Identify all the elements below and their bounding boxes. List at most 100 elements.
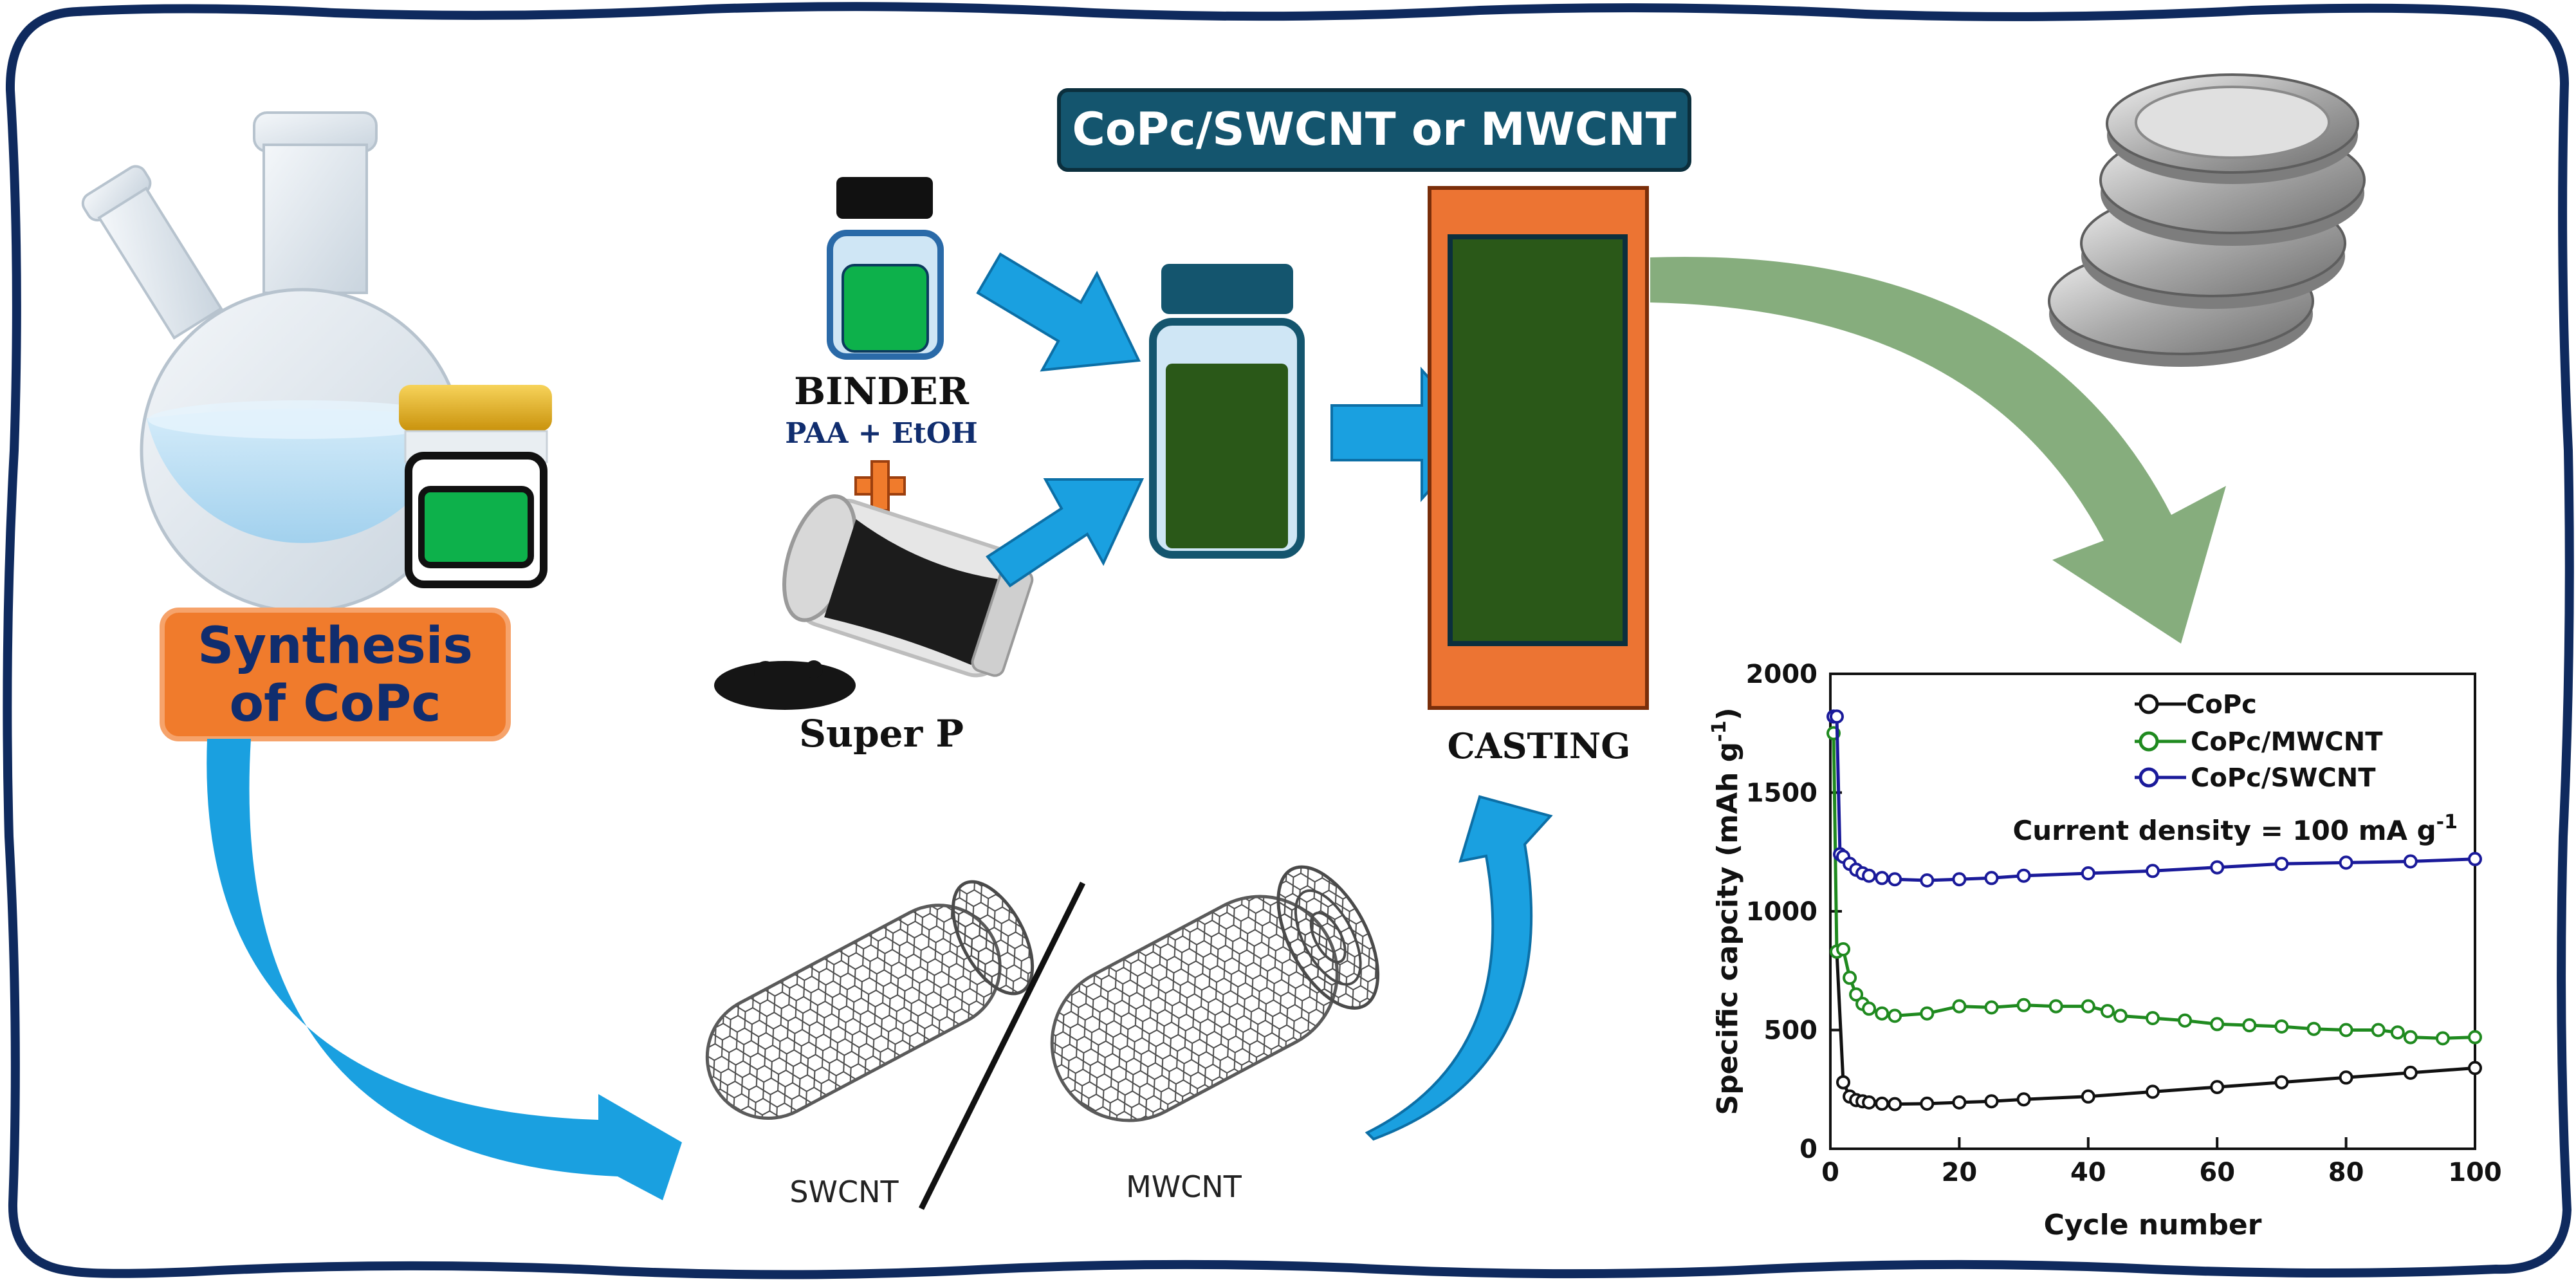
data-point-copc-mwcnt [1862, 1001, 1877, 1016]
data-point-copc-mwcnt [2274, 1019, 2289, 1034]
casting-label: CASTING [1448, 725, 1631, 766]
data-point-copc-mwcnt [2178, 1013, 2193, 1028]
green-arrow-to-battery [1650, 257, 2226, 644]
x-tick-label: 0 [1821, 1158, 1839, 1187]
divider-line [918, 882, 1086, 1210]
data-point-copc-swcnt [2274, 857, 2289, 871]
data-point-copc-mwcnt [2390, 1025, 2405, 1040]
casting-panel [1428, 186, 1649, 710]
chart-series [1826, 709, 2482, 1111]
data-point-copc [2468, 1061, 2482, 1075]
outer-frame [3, 2, 2574, 1279]
data-point-copc-mwcnt [2435, 1031, 2450, 1046]
data-point-copc-mwcnt [2371, 1023, 2386, 1037]
data-point-copc-mwcnt [2048, 999, 2063, 1014]
data-point-copc [2274, 1075, 2289, 1090]
x-tick-label: 100 [2448, 1158, 2502, 1187]
data-point-copc-swcnt [1984, 871, 1999, 886]
data-point-copc-mwcnt [2403, 1030, 2418, 1045]
data-point-copc-swcnt [1920, 873, 1935, 887]
super-p-powder-jar-icon [714, 494, 1034, 710]
data-point-copc [2210, 1080, 2225, 1095]
slurry-vial-icon [1149, 264, 1305, 559]
arrow-powder-to-slurry [986, 478, 1145, 588]
y-tick-label: 500 [1764, 1016, 1818, 1046]
mwcnt-label: MWCNT [1126, 1169, 1242, 1204]
data-point-copc-swcnt [2081, 866, 2095, 880]
data-point-copc-mwcnt [2081, 999, 2095, 1014]
chart-annotation: Current density = 100 mA g-1 [2012, 811, 2458, 846]
data-point-copc [2146, 1084, 2160, 1099]
curved-arrow-to-cnt [207, 739, 682, 1200]
data-point-copc-mwcnt [2339, 1023, 2353, 1037]
data-point-copc-mwcnt [1849, 987, 1864, 1002]
y-tick-label: 1500 [1746, 779, 1817, 808]
data-point-copc-swcnt [1888, 872, 1902, 887]
x-tick-label: 80 [2328, 1158, 2364, 1187]
round-bottom-flask-icon [81, 111, 465, 613]
data-point-copc-mwcnt [2210, 1017, 2225, 1032]
data-point-copc-swcnt [1830, 709, 1844, 724]
data-point-copc-mwcnt [1984, 1000, 1999, 1015]
data-point-copc-swcnt [2403, 854, 2418, 869]
data-point-copc [2339, 1070, 2353, 1085]
header-title: CoPc/SWCNT or MWCNT [1072, 103, 1676, 156]
data-point-copc [1888, 1097, 1902, 1111]
data-point-copc-swcnt [2016, 868, 2031, 883]
chart-plot-area [1829, 673, 2476, 1150]
data-point-copc-mwcnt [1836, 942, 1850, 956]
data-point-copc [2081, 1089, 2095, 1104]
super-p-label: Super P [799, 712, 964, 756]
data-point-copc [2016, 1092, 2031, 1107]
data-point-copc [1862, 1095, 1877, 1110]
chart-legend: CoPc CoPc/MWCNT CoPc/SWCNT [2135, 690, 2383, 793]
data-point-copc-mwcnt [2306, 1021, 2321, 1036]
chart-xlabel: Cycle number [2044, 1209, 2262, 1241]
binder-vial-icon [827, 177, 944, 360]
data-point-copc-mwcnt [1888, 1008, 1902, 1023]
data-point-copc-mwcnt [2146, 1011, 2160, 1025]
mwcnt-nanotube-icon [1050, 865, 1380, 1122]
legend-label-copc: CoPc [2186, 690, 2257, 720]
synthesis-line1: Synthesis [198, 617, 473, 675]
data-point-copc-mwcnt [2016, 998, 2031, 1012]
data-point-copc-mwcnt [1875, 1006, 1890, 1021]
data-point-copc-mwcnt [2468, 1030, 2482, 1045]
data-point-copc-swcnt [1952, 872, 1967, 887]
data-point-copc-swcnt [2146, 864, 2160, 878]
synthesis-box: Synthesis of CoPc [160, 608, 511, 741]
x-tick-label: 20 [1942, 1158, 1978, 1187]
y-tick-label: 2000 [1746, 660, 1817, 689]
chart-ylabel: Specific capcity (mAh g-1) [1708, 707, 1744, 1115]
data-point-copc [1836, 1075, 1850, 1090]
green-jar-icon [399, 385, 552, 588]
legend-label-swcnt: CoPc/SWCNT [2191, 763, 2376, 793]
data-point-copc-mwcnt [1920, 1006, 1935, 1021]
data-point-copc [1984, 1094, 1999, 1109]
curved-arrow-cnt-to-casting [1365, 795, 1553, 1141]
legend-marker-swcnt [2139, 767, 2159, 788]
binder-label: BINDER [794, 369, 970, 413]
data-point-copc-swcnt [2210, 860, 2225, 875]
data-point-copc-mwcnt [1843, 971, 1857, 985]
y-tick-label: 1000 [1746, 897, 1817, 927]
data-point-copc [1920, 1096, 1935, 1111]
data-point-copc-swcnt [1875, 871, 1890, 886]
arrow-binder-to-slurry [976, 252, 1141, 372]
legend-label-mwcnt: CoPc/MWCNT [2191, 727, 2383, 757]
data-point-copc [1875, 1096, 1890, 1111]
legend-marker-copc [2139, 694, 2159, 714]
data-point-copc [1952, 1095, 1967, 1110]
data-point-copc-mwcnt [2242, 1018, 2257, 1033]
swcnt-label: SWCNT [789, 1175, 899, 1209]
x-tick-label: 60 [2199, 1158, 2235, 1187]
data-point-copc-mwcnt [2113, 1008, 2128, 1023]
data-point-copc-swcnt [2339, 855, 2353, 870]
x-tick-label: 40 [2070, 1158, 2106, 1187]
legend-marker-mwcnt [2139, 731, 2159, 752]
binder-sublabel: PAA + EtOH [785, 417, 977, 450]
data-point-copc-swcnt [1862, 868, 1877, 883]
